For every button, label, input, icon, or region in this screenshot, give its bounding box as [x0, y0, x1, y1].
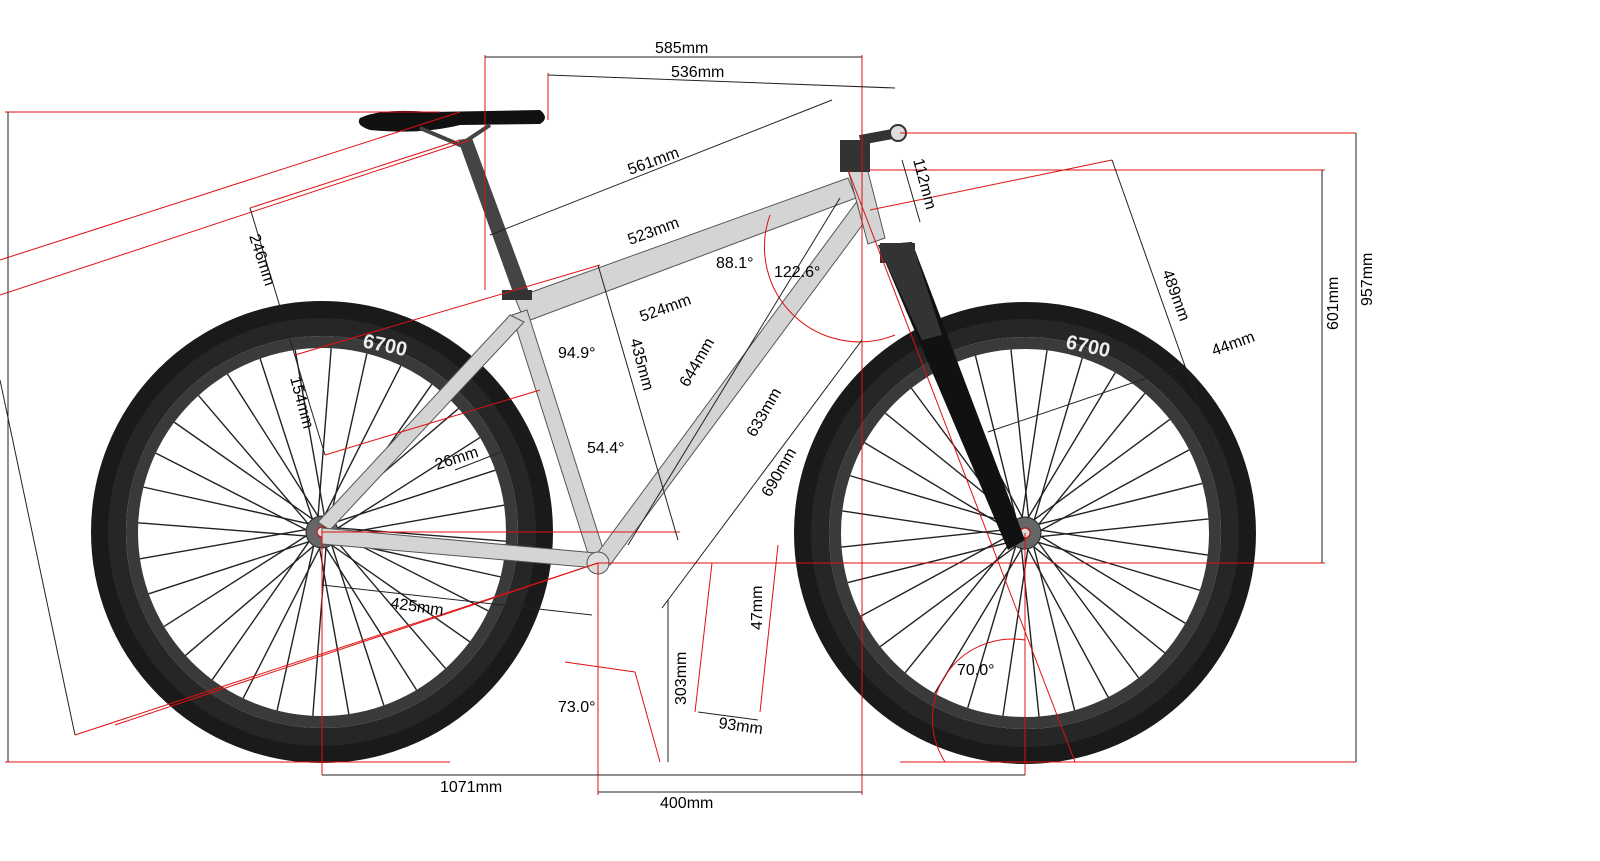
label-93: 93mm [717, 715, 763, 738]
spoke [1002, 546, 1029, 716]
dimension-lines [0, 56, 1357, 793]
frame [317, 163, 886, 575]
spoke [934, 546, 1024, 694]
label-585: 585mm [655, 40, 708, 57]
spoke [148, 540, 312, 595]
label-94-9: 94.9° [558, 345, 596, 362]
spoke [312, 545, 327, 716]
label-54-4: 54.4° [587, 440, 625, 457]
label-112: 112mm [909, 157, 939, 212]
label-88-1: 88.1° [716, 255, 754, 272]
spoke [847, 540, 1014, 584]
label-536: 536mm [671, 64, 724, 81]
seatpost [458, 138, 530, 298]
label-561: 561mm [626, 145, 682, 179]
spoke [322, 365, 402, 519]
spoke [1036, 539, 1140, 679]
label-601: 601mm [1325, 277, 1342, 330]
spoke [242, 545, 322, 699]
label-44: 44mm [1210, 329, 1258, 360]
label-690: 690mm [759, 445, 800, 500]
spoke [1032, 544, 1076, 711]
spoke [1031, 418, 1171, 522]
label-122-6: 122.6° [774, 264, 820, 281]
spoke [974, 355, 1018, 522]
spoke [333, 538, 446, 669]
spoke [879, 544, 1019, 648]
spoke [155, 452, 309, 532]
label-154: 154mm [286, 375, 316, 431]
label-644: 644mm [677, 335, 718, 390]
spoke [864, 442, 1012, 532]
cockpit [840, 124, 915, 263]
saddle [358, 110, 545, 132]
construction-lines [0, 55, 1356, 795]
spoke [1036, 482, 1203, 526]
label-633: 633mm [744, 385, 785, 440]
fork [878, 242, 1025, 550]
spoke [1038, 518, 1209, 538]
label-1071: 1071mm [440, 779, 502, 796]
label-957: 957mm [1359, 253, 1376, 306]
label-425: 425mm [389, 595, 444, 619]
label-303: 303mm [673, 652, 690, 705]
label-524: 524mm [638, 292, 694, 326]
label-489: 489mm [1158, 268, 1192, 324]
spoke [1038, 534, 1186, 624]
spoke [138, 522, 309, 537]
label-47: 47mm [749, 586, 766, 630]
label-246: 246mm [245, 232, 278, 288]
spoke [335, 504, 505, 536]
label-400: 400mm [660, 795, 713, 812]
spoke [332, 469, 496, 524]
spoke [259, 358, 314, 522]
label-73: 73.0° [558, 699, 596, 716]
spoke [185, 543, 316, 656]
seat [358, 110, 545, 300]
spoke [1026, 372, 1116, 520]
label-435: 435mm [626, 337, 656, 393]
spoke [1021, 350, 1048, 520]
spoke [198, 395, 311, 526]
spoke [317, 348, 332, 519]
chain-stay [321, 527, 597, 569]
label-70: 70.0° [957, 662, 995, 679]
spoke [330, 542, 385, 706]
spoke [842, 510, 1012, 537]
